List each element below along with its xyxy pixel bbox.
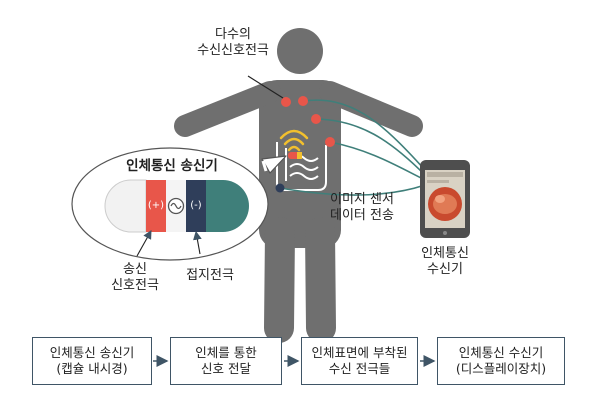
ground-electrode-label: 접지전극 <box>186 268 234 283</box>
flow-step-body-transmission: 인체를 통한 신호 전달 <box>170 337 282 385</box>
tablet-receiver-icon <box>420 160 470 238</box>
signal-electrode-label: 송신 신호전극 <box>95 262 175 294</box>
capsule-transmitter-icon <box>104 179 249 233</box>
flow-step-3-line1: 인체표면에 부착된 <box>311 345 408 360</box>
intestine-icon <box>276 142 327 191</box>
signal-waves-icon <box>279 129 309 152</box>
transfer-label-line2: 데이터 전송 <box>330 208 394 223</box>
electrodes-label: 다수의 수신신호전극 <box>178 27 288 59</box>
flow-step-1-line2: (캡슐 내시경) <box>56 361 128 376</box>
electrode-label-pointer <box>247 75 284 99</box>
flow-step-transmitter: 인체통신 송신기 (캡슐 내시경) <box>32 337 152 385</box>
signal-electrode-line1: 송신 <box>123 262 147 277</box>
capsule-title: 인체통신 송신기 <box>126 158 218 174</box>
receiver-label-line1: 인체통신 <box>421 246 469 261</box>
capsule-pointers <box>136 230 202 257</box>
flow-step-3-line2: 수신 전극들 <box>328 361 391 376</box>
flow-step-1-line1: 인체통신 송신기 <box>49 345 135 360</box>
flow-step-receiver: 인체통신 수신기 (디스플레이장치) <box>437 337 565 385</box>
receiver-label-line2: 수신기 <box>427 262 463 277</box>
electrodes-label-line1: 다수의 <box>215 27 251 42</box>
plus-label: (+) <box>147 200 165 211</box>
receiving-electrodes <box>275 96 335 193</box>
flow-step-4-line1: 인체통신 수신기 <box>458 345 544 360</box>
flow-step-2-line2: 신호 전달 <box>201 361 251 376</box>
electrode-wires <box>279 99 426 196</box>
flow-step-4-line2: (디스플레이장치) <box>455 361 547 376</box>
transfer-label: 이미지 센서 데이터 전송 <box>330 192 420 224</box>
receiver-label: 인체통신 수신기 <box>400 246 490 278</box>
flow-step-2-line1: 인체를 통한 <box>195 345 257 360</box>
minus-label: (-) <box>190 200 202 211</box>
transfer-label-line1: 이미지 센서 <box>330 192 394 207</box>
flow-step-surface-electrodes: 인체표면에 부착된 수신 전극들 <box>301 337 418 385</box>
signal-electrode-line2: 신호전극 <box>111 278 159 293</box>
electrodes-label-line2: 수신신호전극 <box>197 43 269 58</box>
capsule-highlight <box>297 152 302 159</box>
